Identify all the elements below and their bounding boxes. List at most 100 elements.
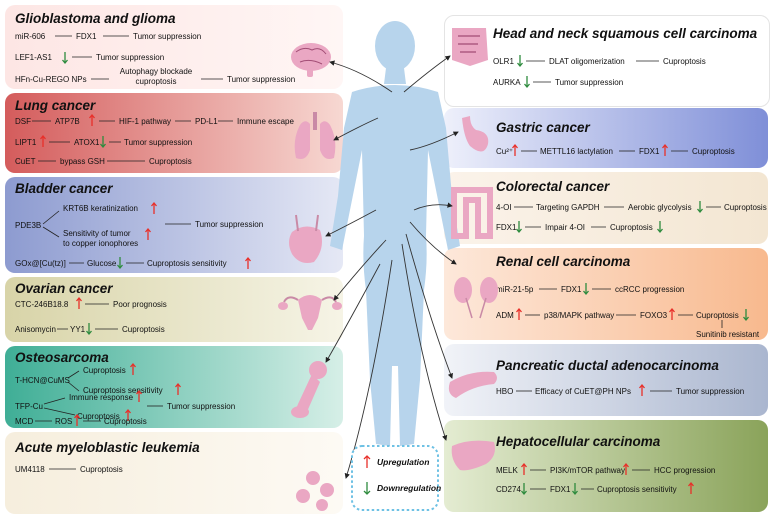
node: to copper ionophores — [63, 239, 138, 248]
node: Anisomycin — [15, 325, 56, 334]
node: FOXO3 — [640, 311, 668, 320]
down-arrow-icon — [86, 323, 92, 336]
node: GOx@[Cu(tz)] — [15, 259, 66, 268]
panel-pancreatic-cancer: Pancreatic ductal adenocarcinoma HBO Eff… — [444, 344, 768, 416]
node: ADM — [496, 311, 514, 320]
kidneys-icon — [454, 277, 498, 319]
node: CuET — [15, 157, 36, 166]
panel-content: 4-OI Targeting GAPDH Aerobic glycolysis … — [496, 201, 767, 234]
node: Cuproptosis — [663, 57, 706, 66]
node: Cuproptosis — [149, 157, 192, 166]
legend: Upregulation Downregulation — [351, 445, 441, 511]
human-body-icon — [330, 21, 460, 446]
node: ccRCC progression — [615, 285, 684, 294]
arrow — [43, 407, 76, 416]
node: FDX1 — [496, 223, 517, 232]
panel-ovarian-cancer: Ovarian cancer CTC-246B18.8 Poor prognos… — [5, 277, 343, 342]
node: AURKA — [493, 78, 521, 87]
bladder-icon — [289, 214, 322, 263]
node: HFn-Cu-REGO NPs — [15, 75, 87, 84]
up-arrow-icon — [136, 389, 142, 402]
panel-title: Renal cell carcinoma — [496, 254, 631, 269]
arrow — [43, 397, 66, 405]
up-arrow-icon — [40, 134, 46, 147]
panel-title: Hepatocellular carcinoma — [496, 434, 661, 449]
down-arrow-icon — [117, 257, 123, 270]
panel-renal-cell-carcinoma: Renal cell carcinoma miR-21-5p FDX1 ccRC… — [444, 248, 768, 340]
up-arrow-icon — [130, 362, 136, 375]
node: FDX1 — [550, 485, 571, 494]
node: Tumor suppression — [167, 402, 235, 411]
node: KRT6B keratinization — [63, 204, 138, 213]
node: PDE3B — [15, 221, 41, 230]
up-arrow-icon — [175, 382, 181, 395]
node: Cuproptosis — [77, 412, 120, 421]
node: Cuproptosis — [104, 417, 147, 426]
panel-content: PDE3B KRT6B keratinization Sensitivity o… — [15, 201, 263, 270]
down-arrow-icon — [524, 76, 530, 89]
node: miR-21-5p — [496, 285, 534, 294]
up-arrow-icon — [245, 256, 251, 269]
panel-hepatocellular-carcinoma: Hepatocellular carcinoma MELK PI3K/mTOR … — [444, 420, 768, 512]
panel-glioblastoma: Glioblastoma and glioma miR-606 FDX1 Tum… — [5, 5, 343, 89]
node: YY1 — [70, 325, 86, 334]
colon-icon — [451, 187, 493, 239]
node: Sensitivity of tumor — [63, 229, 131, 238]
node: Immune escape — [237, 117, 294, 126]
panel-bladder-cancer: Bladder cancer PDE3B KRT6B keratinizatio… — [5, 177, 343, 273]
down-arrow-icon — [521, 483, 527, 496]
node: ATP7B — [55, 117, 80, 126]
node: TFP-Cu — [15, 402, 43, 411]
node: 4-OI — [496, 203, 512, 212]
node: DSF — [15, 117, 31, 126]
up-arrow-icon — [151, 201, 157, 214]
node: Cuproptosis — [696, 311, 739, 320]
up-arrow-icon — [669, 307, 675, 320]
node: LEF1-AS1 — [15, 53, 52, 62]
osteo-mcd-row: MCD ROS Cuproptosis — [15, 413, 147, 426]
panel-title: Osteosarcoma — [15, 350, 109, 365]
liver-icon — [451, 440, 495, 471]
node: HIF-1 pathway — [119, 117, 171, 126]
node: UM4118 — [15, 465, 45, 474]
up-arrow-icon — [662, 143, 668, 156]
panel-content: CTC-246B18.8 Poor prognosis Anisomycin Y… — [15, 296, 167, 336]
throat-icon — [452, 28, 488, 66]
node: Cuproptosis sensitivity — [83, 386, 163, 395]
down-arrow-icon — [516, 221, 522, 234]
up-arrow-icon — [89, 113, 95, 126]
legend-upregulation: Upregulation — [377, 457, 429, 467]
node: Tumor suppression — [124, 138, 192, 147]
legend-up-arrow-icon — [363, 455, 371, 468]
panel-content: UM4118 Cuproptosis — [15, 465, 123, 474]
up-arrow-icon — [145, 227, 151, 240]
panel-title: Acute myeloblastic leukemia — [15, 440, 200, 455]
up-arrow-icon — [688, 481, 694, 494]
arrow — [42, 210, 60, 225]
up-arrow-icon — [623, 462, 629, 475]
down-arrow-icon — [572, 483, 578, 496]
stomach-icon — [462, 116, 489, 152]
up-arrow-icon — [639, 383, 645, 396]
lungs-icon — [294, 112, 336, 159]
node: FDX1 — [76, 32, 97, 41]
node: Tumor suppression — [195, 220, 263, 229]
node: CTC-246B18.8 — [15, 300, 69, 309]
node: HCC progression — [654, 466, 715, 475]
panel-title: Glioblastoma and glioma — [15, 11, 176, 26]
panel-colorectal-cancer: Colorectal cancer 4-OI Targeting GAPDH A… — [444, 172, 768, 244]
panel-title: Colorectal cancer — [496, 179, 610, 194]
node: miR-606 — [15, 32, 46, 41]
node: Cuproptosis — [692, 147, 735, 156]
blood-cells-icon — [296, 471, 334, 511]
node: Tumor suppression — [555, 78, 623, 87]
node: Cuproptosis — [83, 366, 126, 375]
panel-aml: Acute myeloblastic leukemia UM4118 Cupro… — [5, 432, 343, 514]
panel-title: Pancreatic ductal adenocarcinoma — [496, 358, 719, 373]
panel-head-neck: Head and neck squamous cell carcinoma OL… — [444, 15, 770, 107]
panel-content: miR-606 FDX1 Tumor suppression LEF1-AS1 … — [15, 32, 295, 86]
down-arrow-icon — [657, 221, 663, 234]
node: DLAT oligomerization — [549, 57, 625, 66]
panel-content: MELK PI3K/mTOR pathway HCC progression C… — [496, 462, 715, 496]
